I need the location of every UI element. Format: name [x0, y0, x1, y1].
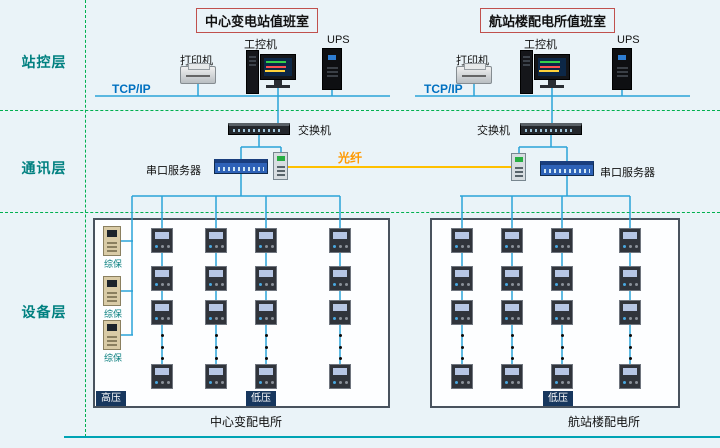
substation-caption-terminal: 航站楼配电所 [568, 415, 641, 429]
ellipsis-more-meters [510, 334, 514, 360]
power-meter [329, 228, 351, 253]
power-meter [501, 266, 523, 291]
bottom-rule [64, 436, 720, 438]
switch-icon-left [228, 123, 290, 135]
serial-server-label-left: 串口服务器 [146, 165, 201, 177]
ups-icon-right [612, 48, 632, 90]
serial-server-icon-right [540, 161, 594, 176]
monitor-icon-left [260, 54, 296, 80]
power-meter [619, 364, 641, 389]
power-meter [255, 266, 277, 291]
ellipsis-more-meters [560, 334, 564, 360]
voltage-tag-lv-left: 低压 [246, 391, 276, 406]
power-meter [255, 228, 277, 253]
layer-separator-top [0, 110, 720, 111]
power-meter [205, 364, 227, 389]
voltage-tag-lv-right: 低压 [543, 391, 573, 406]
tcpip-label-right: TCP/IP [424, 82, 463, 96]
power-meter [151, 300, 173, 325]
power-meter [205, 228, 227, 253]
switch-icon-right [520, 123, 582, 135]
power-meter [255, 300, 277, 325]
power-meter [619, 266, 641, 291]
relay-label: 综保 [103, 353, 122, 363]
ups-icon-left [322, 48, 342, 90]
power-meter [205, 300, 227, 325]
room-title-terminal-substation: 航站楼配电所值班室 [480, 8, 616, 33]
pc-tower-icon-right [520, 50, 533, 94]
relay-label: 综保 [103, 309, 122, 319]
monitor-base-left [266, 85, 290, 88]
ipc-label-right: 工控机 [524, 39, 557, 51]
monitor-screen-left [264, 58, 292, 76]
power-meter [451, 228, 473, 253]
serial-server-icon-left [214, 159, 268, 174]
power-meter [501, 300, 523, 325]
monitor-stand-right [548, 80, 556, 85]
power-meter [551, 364, 573, 389]
monitor-icon-right [534, 54, 570, 80]
voltage-tag-hv: 高压 [96, 391, 126, 406]
monitor-stand-left [274, 80, 282, 85]
tcpip-label-left: TCP/IP [112, 82, 151, 96]
power-meter [205, 266, 227, 291]
protection-relay-icon [103, 226, 121, 256]
ups-label-left: UPS [327, 34, 350, 46]
power-meter [619, 228, 641, 253]
power-meter [329, 364, 351, 389]
power-meter [501, 364, 523, 389]
power-meter [151, 266, 173, 291]
pc-tower-icon-left [246, 50, 259, 94]
power-meter [551, 300, 573, 325]
ups-label-right: UPS [617, 34, 640, 46]
layer-label-separator [85, 0, 86, 437]
power-meter [501, 228, 523, 253]
fiber-converter-icon-left [273, 152, 288, 180]
power-meter [551, 228, 573, 253]
ellipsis-more-meters [460, 334, 464, 360]
power-meter [451, 266, 473, 291]
power-meter [451, 364, 473, 389]
layer-label-comm: 通讯层 [21, 160, 67, 176]
ellipsis-more-meters [264, 334, 268, 360]
power-meter [151, 364, 173, 389]
fiber-converter-icon-right [511, 153, 526, 181]
serial-server-label-right: 串口服务器 [600, 167, 655, 179]
monitor-screen-right [538, 58, 566, 76]
monitor-base-right [540, 85, 564, 88]
ellipsis-more-meters [214, 334, 218, 360]
power-meter [551, 266, 573, 291]
relay-label: 综保 [103, 259, 122, 269]
printer-icon-right [456, 63, 492, 84]
power-meter [329, 300, 351, 325]
protection-relay-icon [103, 320, 121, 350]
layer-label-station: 站控层 [21, 54, 67, 70]
switch-label-left: 交换机 [298, 125, 331, 137]
fiber-label: 光纤 [338, 151, 363, 165]
power-meter [329, 266, 351, 291]
printer-icon-left [180, 63, 216, 84]
layer-separator-middle [0, 212, 720, 213]
protection-relay-icon [103, 276, 121, 306]
substation-caption-central: 中心变配电所 [210, 415, 283, 429]
ipc-label-left: 工控机 [244, 39, 277, 51]
ellipsis-more-meters [628, 334, 632, 360]
power-meter [255, 364, 277, 389]
layer-label-device: 设备层 [21, 304, 67, 320]
power-meter [151, 228, 173, 253]
switch-label-right: 交换机 [477, 125, 510, 137]
ellipsis-more-meters [338, 334, 342, 360]
room-title-central-substation: 中心变电站值班室 [196, 8, 319, 33]
power-meter [619, 300, 641, 325]
power-meter [451, 300, 473, 325]
ellipsis-more-meters [160, 334, 164, 360]
